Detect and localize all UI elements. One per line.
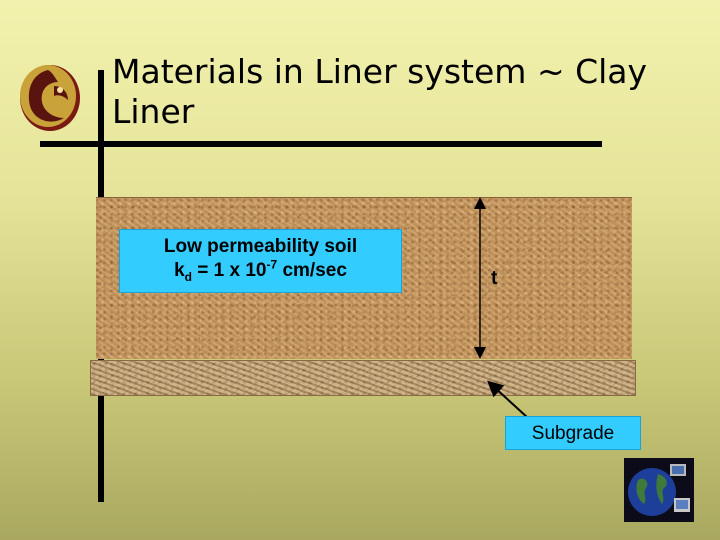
k-symbol: k (174, 260, 185, 281)
soil-label-line2: kd = 1 x 10-7 cm/sec (120, 260, 401, 282)
k-equation: = 1 x 10 (192, 260, 266, 281)
thickness-label: t (491, 268, 497, 290)
subgrade-pointer-arrow (493, 386, 528, 418)
soil-label-box: Low permeability soil kd = 1 x 10-7 cm/s… (119, 229, 402, 293)
k-unit: cm/sec (277, 260, 347, 281)
k-subscript: d (185, 270, 192, 284)
globe-computer-icon (624, 458, 694, 522)
soil-label-line1: Low permeability soil (120, 236, 401, 258)
subgrade-label: Subgrade (505, 416, 641, 450)
k-exponent: -7 (267, 258, 278, 272)
